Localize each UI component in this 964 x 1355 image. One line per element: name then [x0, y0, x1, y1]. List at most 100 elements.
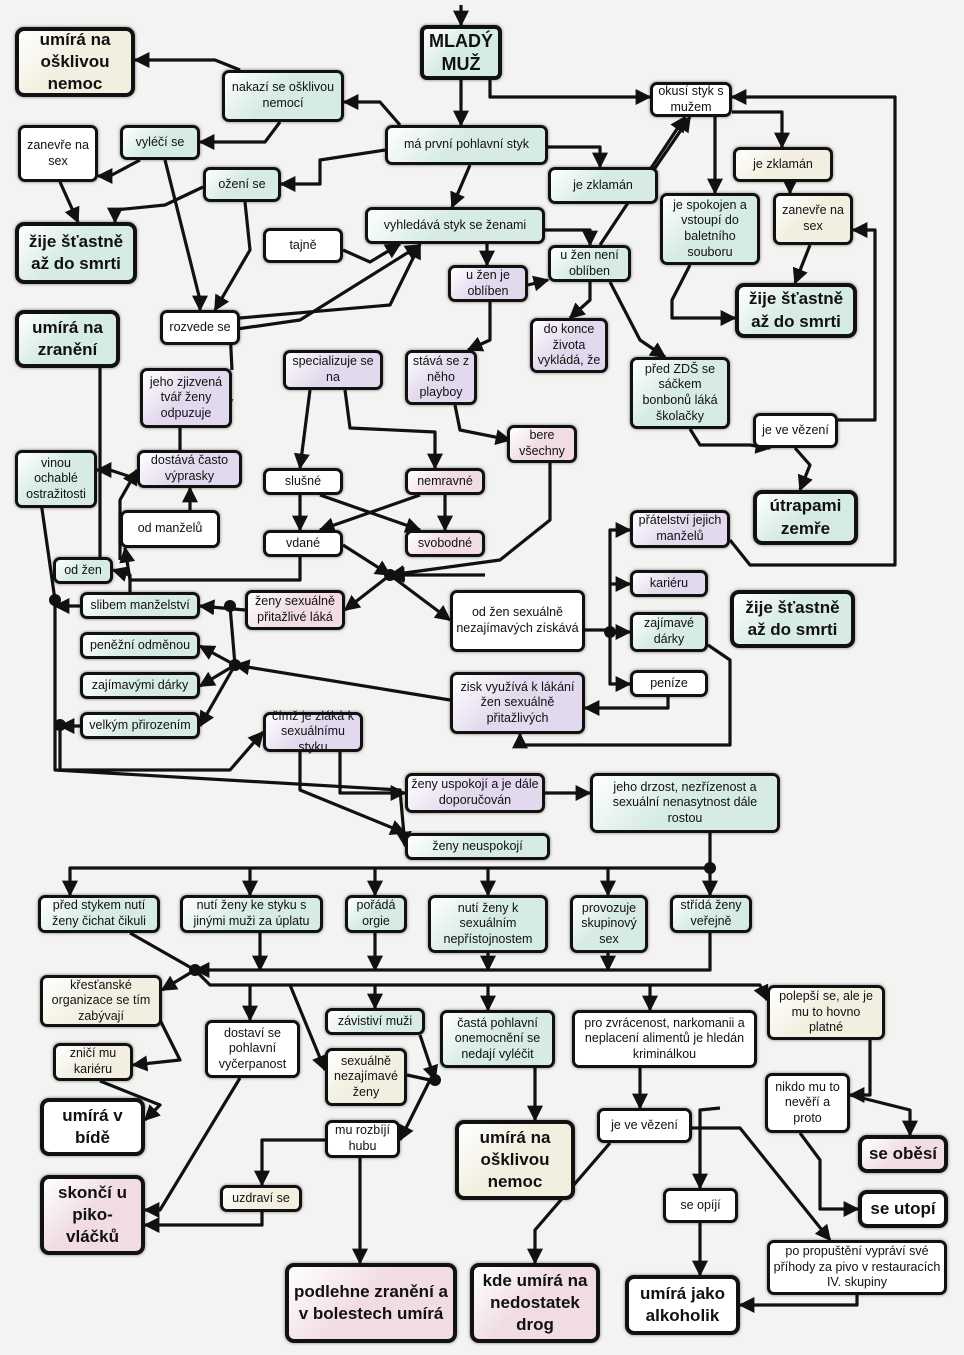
node-vdane: vdané [263, 530, 343, 557]
junction-dot [229, 659, 241, 671]
node-label: je ve vězení [611, 1117, 678, 1132]
node-drzost: jeho drzost, nezřízenost a sexuální nena… [590, 773, 780, 833]
node-zajimave-darky: zajímavé dárky [630, 612, 708, 652]
node-uzdravi: uzdraví se [220, 1185, 302, 1212]
node-label: závistiví muži [337, 1013, 413, 1028]
node-label: zanevře na sex [27, 137, 89, 168]
node-vinou: vinou ochablé ostražitosti [15, 450, 97, 508]
node-label: umírá na ošklivou nemoc [39, 29, 111, 94]
node-zije-right1: žije šťastně až do smrti [735, 283, 857, 338]
node-bide: umírá v bídě [40, 1098, 145, 1156]
node-zanevre-right: zanevře na sex [773, 193, 853, 245]
node-label: umírá na ošklivou nemoc [479, 1127, 551, 1192]
node-label: jeho drzost, nezřízenost a sexuální nena… [612, 779, 758, 825]
edge-arrow [798, 1132, 860, 1217]
node-vyprasky: dostává často výprasky [137, 450, 242, 488]
node-zije-right2: žije šťastně až do smrti [730, 590, 855, 648]
node-label: nutí ženy k sexuálním nepřístojnostem [443, 900, 533, 946]
node-label: pro zvrácenost, narkomanii a neplacení a… [584, 1015, 745, 1061]
node-label: dostává často výprasky [150, 453, 229, 483]
junction-dot [384, 569, 396, 581]
node-nikdo: nikdo mu to nevěří a proto [765, 1073, 850, 1133]
node-bere: bere všechny [507, 425, 577, 463]
node-label: je zklamán [573, 177, 633, 192]
node-nedostatek: kde umírá na nedostatek drog [470, 1263, 600, 1343]
edge-arrow [343, 573, 391, 612]
node-label: umírá jako alkoholik [639, 1283, 726, 1325]
edge-arrow [342, 242, 402, 264]
node-label: žije šťastně až do smrti [745, 597, 840, 639]
edge-arrow [793, 446, 813, 492]
node-pred-zds: před ZDŠ se sáčkem bonbonů láká školačky [630, 357, 730, 429]
node-label: mu rozbíjí hubu [335, 1123, 390, 1153]
node-label: zajímavé dárky [643, 616, 695, 646]
node-polepsi: polepší se, ale je mu to hovno platné [767, 985, 885, 1040]
node-specializuje: specializuje se na [283, 350, 383, 390]
junction-dot [54, 719, 66, 731]
node-label: nikdo mu to nevěří a proto [775, 1079, 840, 1125]
edge-arrow [692, 1106, 721, 1190]
edge-arrow [568, 282, 592, 320]
node-orgie: pořádá orgie [345, 895, 407, 933]
node-label: se opíjí [680, 1197, 721, 1212]
node-zvracenost: pro zvrácenost, narkomanii a neplacení a… [572, 1010, 757, 1068]
node-umira-osklivou-bottom: umírá na ošklivou nemoc [455, 1120, 575, 1200]
node-label: vdané [285, 535, 321, 550]
edge-arrow [338, 752, 407, 801]
node-label: přátelství jejich manželů [638, 513, 722, 543]
node-label: jeho zjizvená tvář ženy odpuzuje [149, 374, 223, 420]
junction-dot [49, 594, 61, 606]
node-label: podlehne zranění a v bolestech umírá [294, 1281, 448, 1323]
edge-arrow [343, 389, 443, 470]
edge-arrow [548, 145, 608, 169]
node-utrapami: útrapami zemře [753, 490, 858, 545]
edge-arrow [670, 264, 737, 326]
node-cimz: čímž je zláká k sexuálnímu styku [263, 709, 363, 754]
node-label: uzdraví se [232, 1190, 290, 1205]
node-znici: zničí mu kariéru [53, 1043, 133, 1081]
node-casta: častá pohlavní onemocnění se nedají vylé… [440, 1010, 555, 1068]
node-label: se oběsí [868, 1143, 938, 1163]
node-alkoholik: umírá jako alkoholik [625, 1275, 740, 1335]
edge-arrow [389, 573, 452, 622]
edge-arrow [254, 1138, 330, 1187]
node-neuspokoji: ženy neuspokojí [405, 833, 550, 860]
node-label: slušné [284, 473, 322, 488]
edge-arrow [298, 752, 407, 835]
edge-arrow [198, 121, 282, 150]
edge-arrow [466, 302, 492, 352]
node-label: čímž je zláká k sexuálnímu styku [272, 708, 354, 754]
edge-arrow [99, 1079, 162, 1122]
node-label: nemravné [417, 473, 473, 488]
edge-arrow [107, 185, 204, 224]
node-utopi: se utopí [858, 1190, 948, 1228]
edge-arrow [111, 566, 132, 592]
node-label: je spokojen a vstoupí do baletního soubo… [673, 197, 747, 259]
node-label: nakazí se ošklivou nemocí [231, 80, 335, 110]
node-label: svobodné [417, 535, 473, 550]
node-label: peněžní odměnou [89, 637, 191, 652]
node-cikuli: před stykem nutí ženy čichat čikuli [38, 895, 160, 933]
node-label: častá pohlavní onemocnění se nedají vylé… [454, 1015, 541, 1061]
edge-arrow [450, 164, 472, 209]
node-penize: peníze [630, 670, 708, 697]
node-label: před stykem nutí ženy čichat čikuli [52, 898, 146, 928]
edge-arrow [527, 1141, 612, 1265]
node-label: u žen je oblíben [466, 267, 510, 298]
node-strida: střídá ženy veřejně [670, 895, 752, 933]
node-label: ožení se [218, 176, 266, 191]
edge-arrow [453, 404, 512, 446]
node-podlehne: podlehne zranění a v bolestech umírá [285, 1263, 457, 1343]
node-label: nutí ženy ke styku s jinými muži za úpla… [193, 898, 310, 928]
node-label: kde umírá na nedostatek drog [482, 1270, 588, 1335]
edge-arrow [198, 605, 237, 667]
node-label: po propuštění vypráví své příhody za piv… [773, 1244, 941, 1290]
node-label: zisk využívá k lákání žen sexuálně přita… [460, 679, 575, 725]
edge-arrow [792, 244, 812, 285]
edge-arrow [193, 933, 712, 978]
node-spokojen: je spokojen a vstoupí do baletního soubo… [660, 193, 760, 265]
node-vycerpanost: dostaví se pohlavní vyčerpanost [205, 1020, 300, 1078]
node-zjizvena: jeho zjizvená tvář ženy odpuzuje [140, 368, 232, 428]
junction-dot [224, 600, 236, 612]
edge-arrow [608, 632, 632, 692]
